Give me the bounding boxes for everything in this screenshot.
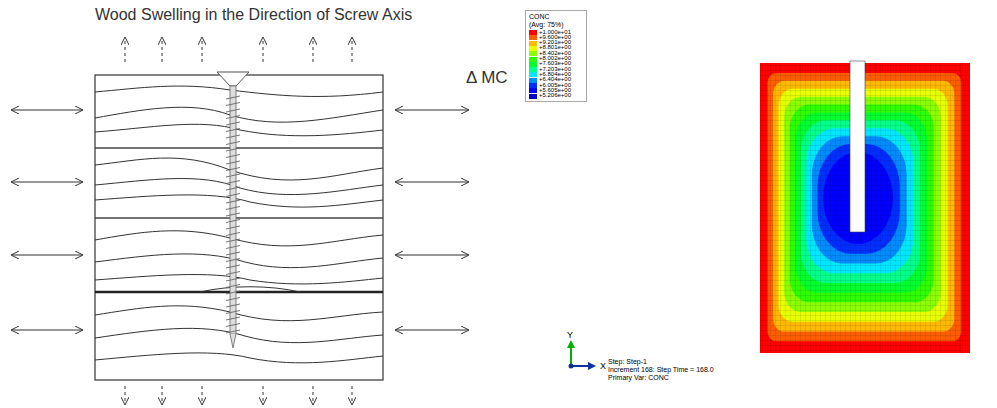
screw-thread [226,109,240,112]
screw-thread [226,122,240,125]
swell-arrow [12,110,82,111]
swell-arrow [125,38,126,62]
legend-swatch [529,35,537,40]
axis-triad [567,340,596,370]
swell-arrow [396,182,468,183]
screw-thread [226,304,240,307]
swell-arrow [202,38,203,62]
legend-subtitle: (Avg: 75%) [529,21,564,28]
screw-thread [226,174,240,177]
screw [217,72,249,348]
screw-thread [226,252,240,255]
delta-label: Δ MC [466,68,508,88]
swell-arrow [352,38,353,62]
screw-thread [226,187,240,190]
axis-label: X [600,361,606,371]
swell-arrow [313,386,314,404]
swell-arrow [162,38,163,62]
screw-thread [226,226,240,229]
screw-thread [226,142,240,145]
screw-thread [226,330,240,333]
swell-arrow [396,330,468,331]
screw-thread [226,220,240,223]
legend-value: +5.206e+00 [539,92,571,99]
legend-swatch [529,88,537,93]
screw-thread [226,129,240,132]
screw-hole [850,61,865,232]
legend-swatch [529,57,537,62]
legend-title: CONC [529,13,550,20]
screw-thread [226,291,240,294]
screw-thread [226,96,240,99]
axis-label: Y [567,330,573,340]
screw-thread [226,285,240,288]
screw-thread [226,155,240,158]
screw-thread [226,116,240,119]
swell-arrow [263,386,264,404]
swell-arrow [162,386,163,404]
screw-thread [226,181,240,184]
swell-arrow [202,386,203,404]
legend-swatch [529,51,537,56]
screw-thread [226,213,240,216]
status-text: Primary Var: CONC [608,374,669,381]
screw-thread [226,239,240,242]
screw-thread [226,103,240,106]
screw-thread [226,265,240,268]
screw-thread [226,278,240,281]
status-text: Increment 168: Step Time = 168.0 [608,366,714,373]
legend-swatch [529,30,537,35]
screw-thread [226,161,240,164]
legend-swatch [529,62,537,67]
screw-thread [226,259,240,262]
wood-block [95,75,383,380]
swell-arrow [352,386,353,404]
screw-thread [226,298,240,301]
swell-arrow [396,255,468,256]
legend-swatch [529,78,537,83]
title: Wood Swelling in the Direction of Screw … [95,6,412,24]
swell-arrow [12,330,82,331]
swell-arrow [12,255,82,256]
screw-thread [226,272,240,275]
screw-thread [226,148,240,151]
legend-swatch [529,94,537,99]
screw-thread [226,311,240,314]
screw-thread [226,200,240,203]
screw-thread [226,233,240,236]
legend-swatch [529,72,537,77]
legend-swatch [529,83,537,88]
legend-swatch [529,46,537,51]
swell-arrow [313,38,314,62]
legend-swatch [529,41,537,46]
screw-thread [226,246,240,249]
screw-thread [226,168,240,171]
screw-thread [226,317,240,320]
swell-arrow [12,182,82,183]
status-text: Step: Step-1 [608,358,647,365]
screw-thread [226,194,240,197]
legend-swatch [529,67,537,72]
swell-arrow [396,110,468,111]
screw-thread [226,324,240,327]
swell-arrow [263,38,264,62]
swell-arrow [125,386,126,404]
screw-thread [226,207,240,210]
screw-thread [226,135,240,138]
